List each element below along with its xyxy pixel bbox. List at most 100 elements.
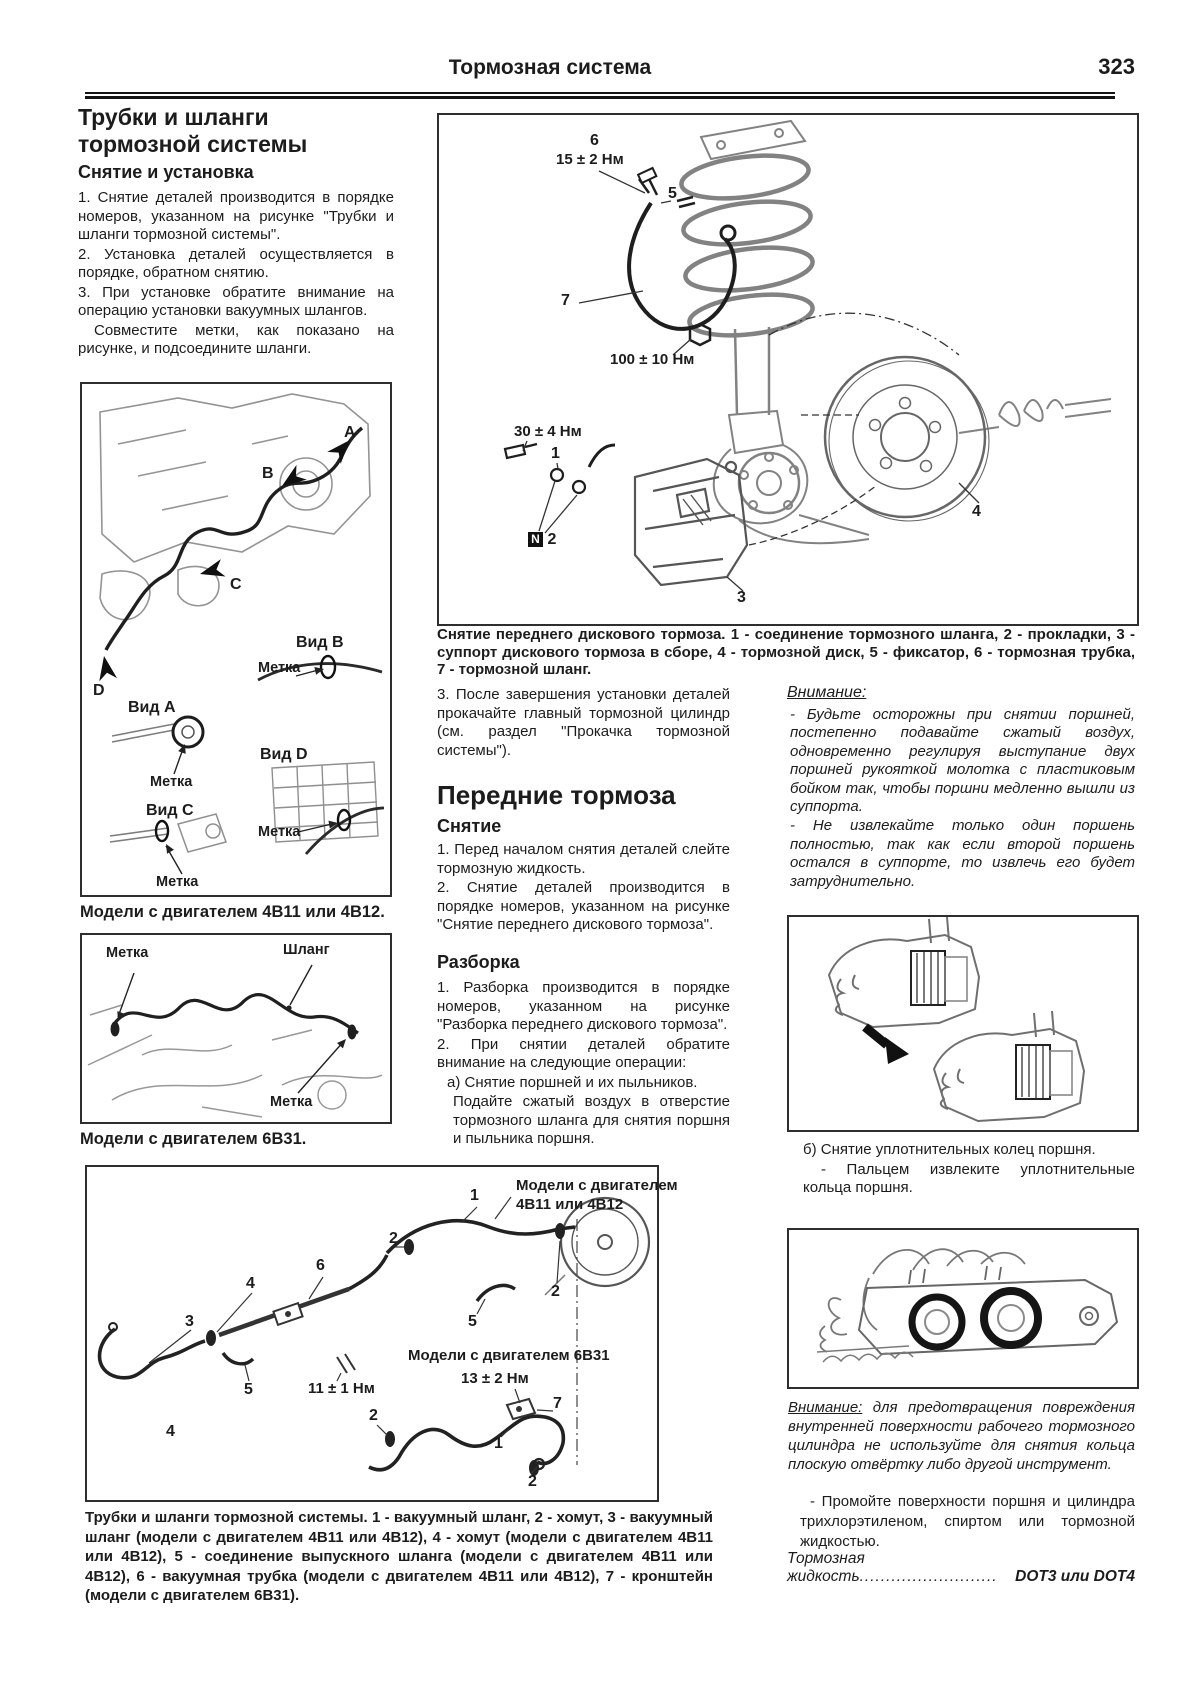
paragraph: б) Снятие уплотнительных колец поршня. xyxy=(803,1141,1096,1158)
model-6b31-label: Модели с двигателем 6B31 xyxy=(408,1347,610,1364)
callout-5: 5 xyxy=(668,185,677,202)
callout-new-2: N 2 xyxy=(528,531,556,549)
section-title-line2: тормозной системы xyxy=(78,131,308,157)
callout-2: 2 xyxy=(551,1283,560,1300)
callout-3: 3 xyxy=(185,1313,194,1330)
engine-hose-6b31-illustration xyxy=(87,964,383,1118)
callout-2: 2 xyxy=(389,1230,398,1247)
fluid-spec-value: DOT3 или DOT4 xyxy=(1015,1568,1135,1585)
callout-6: 6 xyxy=(316,1257,325,1274)
fluid-spec: Тормозная жидкость .....................… xyxy=(787,1550,1135,1586)
page-number: 323 xyxy=(1098,54,1135,79)
callout-b: B xyxy=(262,465,274,482)
paragraph: 2. Установка деталей осуществляется в по… xyxy=(78,245,394,282)
dotted-leader: .......................... xyxy=(859,1568,998,1585)
model-4b11-label-line2: 4B11 или 4B12 xyxy=(516,1196,624,1213)
front-brake-illustration xyxy=(503,119,1112,592)
vacuum-hoses-illustration xyxy=(97,1196,651,1476)
torque-tube-label: 15 ± 2 Нм xyxy=(556,151,624,168)
callout-7: 7 xyxy=(561,292,570,309)
callout-1: 1 xyxy=(551,445,560,462)
callout-7: 7 xyxy=(553,1395,562,1412)
paragraph: 3. При установке обратите внимание на оп… xyxy=(78,283,394,320)
wash-paragraph: - Промойте поверхности поршня и цилиндра… xyxy=(800,1493,1135,1550)
figure-caption-vacuum-hoses: Трубки и шланги тормозной системы. 1 - в… xyxy=(85,1509,713,1604)
removal-subtitle: Снятие xyxy=(437,816,502,836)
subsection-title: Снятие и установка xyxy=(78,162,254,182)
paragraph: Совместите метки, как показано на рисунк… xyxy=(78,321,394,358)
callout-4: 4 xyxy=(246,1275,255,1292)
view-c-label: Вид C xyxy=(146,802,194,819)
figure-front-brake: 6 15 ± 2 Нм 5 7 100 ± 10 Нм 30 ± 4 Нм 1 … xyxy=(437,113,1139,626)
figure-piston-removal xyxy=(787,915,1139,1132)
section-title: Трубки и шланги тормозной системы xyxy=(78,104,398,158)
callout-4: 4 xyxy=(972,503,981,520)
attention2-body: для предотвращения повреждения внутренне… xyxy=(788,1399,1135,1473)
fluid-spec-label: жидкость xyxy=(787,1568,860,1585)
front-brakes-title: Передние тормоза xyxy=(437,780,676,810)
fluid-spec-line1: Тормозная xyxy=(787,1550,865,1567)
callout-1: 1 xyxy=(470,1187,479,1204)
left-column-text: 1. Снятие деталей производится в порядке… xyxy=(78,189,394,360)
torque-13-label: 13 ± 2 Нм xyxy=(461,1370,529,1387)
engine-hose-marks-illustration xyxy=(99,393,385,875)
mark-label: Метка xyxy=(106,945,149,961)
mark-label: Метка xyxy=(258,660,301,676)
model-4b11-label-line1: Модели с двигателем xyxy=(516,1177,678,1194)
paragraph: 1. Снятие деталей производится в порядке… xyxy=(78,189,394,243)
figure-caption-6b31: Модели с двигателем 6B31. xyxy=(80,1130,307,1148)
piston-removal-illustration xyxy=(827,917,1086,1123)
page-title: Тормозная система xyxy=(448,56,652,79)
torque-hub-label: 100 ± 10 Нм xyxy=(610,351,695,368)
header-rule xyxy=(85,92,1115,99)
torque-11-label: 11 ± 1 Нм xyxy=(308,1380,375,1397)
callout-6: 6 xyxy=(590,132,599,149)
attention-item: - Будьте осторожны при снятии поршней, п… xyxy=(790,706,1135,816)
figure-vacuum-hoses: Модели с двигателем 4B11 или 4B12 1 2 2 … xyxy=(85,1165,678,1502)
hose-label: Шланг xyxy=(283,942,330,958)
view-a-label: Вид A xyxy=(128,699,176,716)
new-part-icon: N xyxy=(528,532,543,547)
callout-5: 5 xyxy=(468,1313,477,1330)
mark-label: Метка xyxy=(270,1094,313,1110)
view-b-label: Вид B xyxy=(296,634,344,651)
bleed-paragraph: 3. После завершения установки деталей пр… xyxy=(437,686,730,759)
callout-3: 3 xyxy=(737,589,746,606)
paragraph: - Пальцем извлеките уплотнительные кольц… xyxy=(803,1160,1135,1197)
callout-1: 1 xyxy=(494,1435,503,1452)
figure-hose-marks-4b11: A B C D Вид B Метка Вид A Метка Вид D Ме… xyxy=(80,382,392,897)
mark-label: Метка xyxy=(156,874,199,890)
paragraph: 2. При снятии деталей обратите внимание … xyxy=(437,1035,730,1072)
torque-banjo-label: 30 ± 4 Нм xyxy=(514,423,582,440)
paragraph: 2. Снятие деталей производится в порядке… xyxy=(437,879,730,933)
disassembly-subtitle: Разборка xyxy=(437,952,520,972)
paragraph: а) Снятие поршней и их пыльников. xyxy=(447,1073,698,1091)
view-d-label: Вид D xyxy=(260,746,308,763)
callout-2: 2 xyxy=(369,1407,378,1424)
callout-4: 4 xyxy=(166,1423,175,1440)
seal-removal-illustration xyxy=(816,1248,1119,1363)
removal-text: 1. Перед началом снятия деталей слейте т… xyxy=(437,841,730,936)
mark-label: Метка xyxy=(258,824,301,840)
attention2-text: Внимание: для предотвращения повреждения… xyxy=(788,1398,1135,1474)
section-title-line1: Трубки и шланги xyxy=(78,104,269,130)
callout-d: D xyxy=(93,682,105,699)
attention2-title: Внимание: xyxy=(788,1399,863,1416)
mark-label: Метка xyxy=(150,774,193,790)
callout-5: 5 xyxy=(244,1381,253,1398)
fluid-spec-line2: жидкость .......................... DOT3… xyxy=(787,1568,1135,1586)
callout-c: C xyxy=(230,576,242,593)
paragraph: 1. Разборка производится в порядке номер… xyxy=(437,979,730,1033)
attention-item: - Не извлекайте только один поршень полн… xyxy=(790,817,1135,890)
figure-caption-front-brake: Снятие переднего дискового тормоза. 1 - … xyxy=(437,626,1135,678)
callout-2: 2 xyxy=(547,531,557,548)
disassembly-text: 1. Разборка производится в порядке номер… xyxy=(437,979,730,1150)
callout-a: A xyxy=(344,424,356,441)
callout-2: 2 xyxy=(528,1473,537,1490)
attention-title: Внимание: xyxy=(787,684,867,701)
seal-removal-text: б) Снятие уплотнительных колец поршня. -… xyxy=(803,1141,1135,1199)
paragraph: 1. Перед началом снятия деталей слейте т… xyxy=(437,841,730,877)
paragraph: Подайте сжатый воздух в отверстие тормоз… xyxy=(453,1093,730,1147)
figure-hose-6b31: Метка Шланг Метка xyxy=(80,933,392,1124)
